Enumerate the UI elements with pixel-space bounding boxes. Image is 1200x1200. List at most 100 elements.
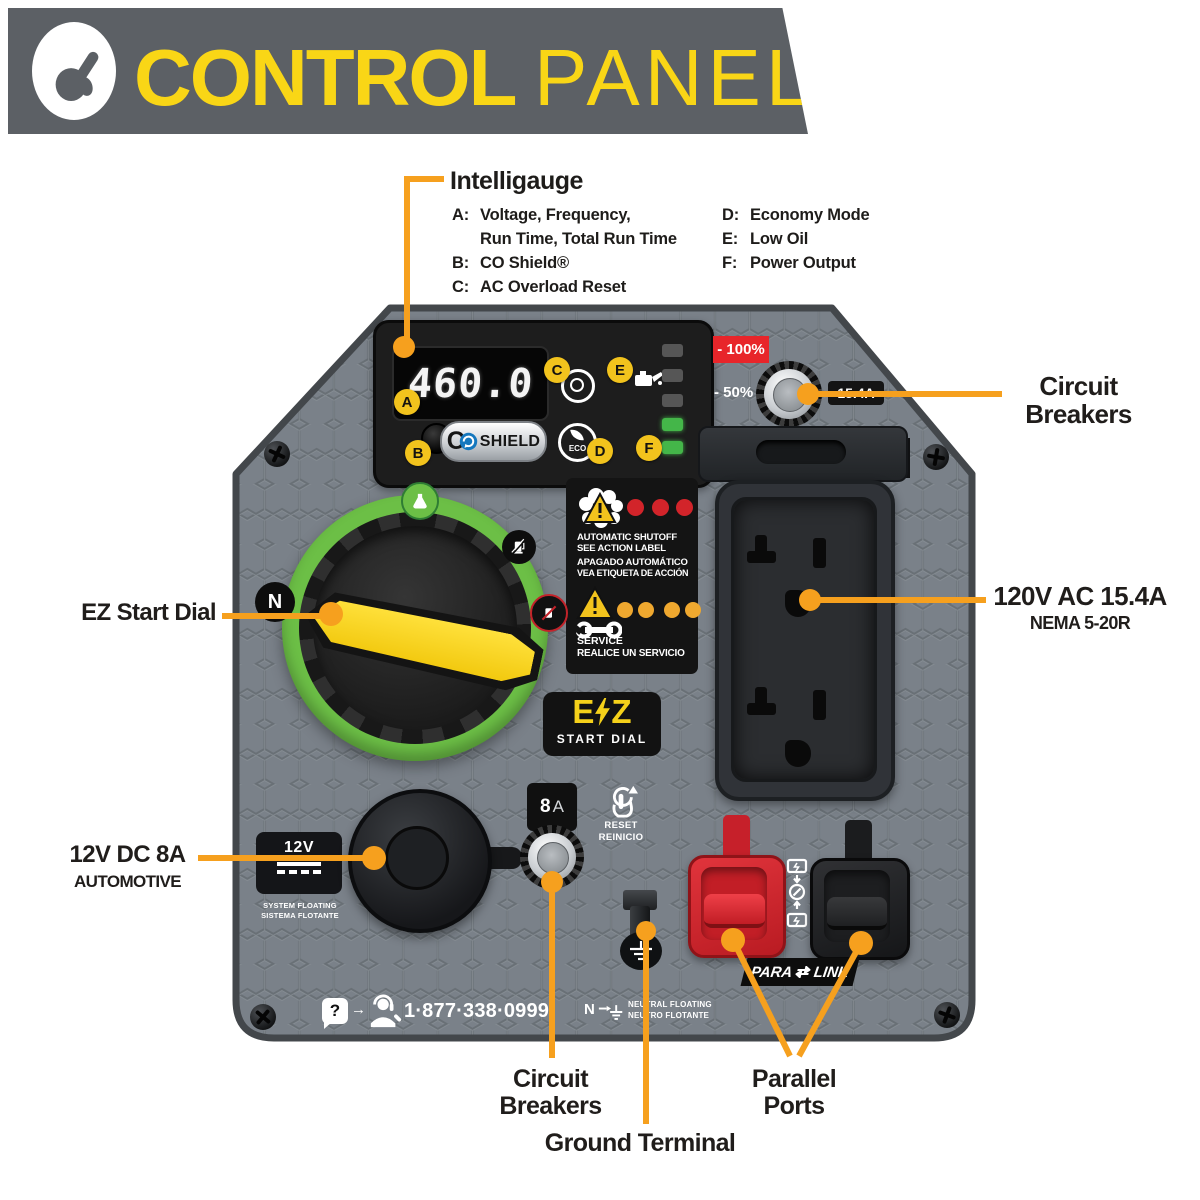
callout-cb-top-line2: Breakers [1025,399,1132,430]
co-logo-shield: SHIELD [479,432,541,450]
neutral-floating-note: NEUTRAL FLOATING NEUTRO FLOTANTE [628,1000,712,1021]
load-100-badge: - 100% [713,336,769,363]
outlet-cover-latch [698,426,908,482]
reset-press-icon [612,785,638,818]
callout-ez-start-dial: EZ Start Dial [81,599,217,626]
dial-no-fuel-icon [530,594,568,632]
callout-dc-sub: AUTOMOTIVE [73,871,182,891]
legend-text-a2: Run Time, Total Run Time [480,230,677,248]
co-logo-c: C [446,427,465,455]
warning-line6: REALICE UN SERVICIO [577,648,685,659]
support-agent-icon [370,994,402,1028]
dc-circuit-breaker-button [537,842,569,874]
warning-line2: SEE ACTION LABEL [577,543,666,554]
badge-b: B [405,440,431,466]
service-warning-icon [576,586,614,619]
pointing-hand-icon [55,51,99,101]
parallel-port-black-latch [827,897,887,930]
badge-e: E [607,357,633,383]
reset-line2: REINICIO [598,832,644,843]
legend-key-a: A: [452,206,470,224]
latch-handle [756,440,846,464]
badge-a: A [394,389,420,415]
paralink-left: PARA [749,963,794,981]
callout-cb-bottom-line1: Circuit [513,1065,589,1093]
outlet-slot-neutral-t [747,703,776,715]
dc-floating-note: SYSTEM FLOATING SISTEMA FLOTANTE [250,901,350,921]
callout-circuit-breakers-top: Circuit Breakers [1006,372,1151,428]
power-bar-green [662,418,683,431]
co-shield-logo-pill: C SHIELD [440,421,547,462]
outlet-slot-ground [785,590,811,617]
dc-outlet-plate: 12V [256,832,342,894]
dc-plate-text: 12V [284,839,314,856]
load-50-mark: - 50% [714,384,754,401]
callout-circuit-breakers-bottom: Circuit Breakers [478,1066,623,1120]
warning-line1: AUTOMATIC SHUTOFF [577,532,678,543]
legend-key-d: D: [722,206,740,224]
badge-c: C [544,357,570,383]
legend-text-f: Power Output [750,254,856,272]
neutral-n-text: N [584,1001,595,1018]
parallel-link-glyphs [786,858,808,928]
warning-line4: VEA ETIQUETA DE ACCIÓN [577,568,689,578]
neutral-ground-icon [598,1005,623,1020]
banner-title: CONTROL PANEL [134,32,808,124]
red-indicator-dot [627,499,644,516]
outlet-slot-ground [785,740,811,767]
ez-badge-e: E [572,693,595,730]
dial-n-text: N [267,590,283,613]
reset-line1: RESET [604,820,638,831]
help-bubble-icon: ? [322,998,348,1024]
arrow-icon: → [351,1001,366,1018]
amber-indicator-dot [617,602,633,618]
outlet-slot-neutral-t [747,551,776,563]
callout-cb-bottom-line2: Breakers [499,1092,602,1120]
neutral-line1: NEUTRAL FLOATING [628,1000,712,1009]
low-oil-icon [635,371,663,386]
callout-dc-title: 12V DC 8A [69,841,187,868]
dial-off-position-icon: N [255,582,295,622]
callout-ground-terminal: Ground Terminal [544,1129,736,1157]
eco-text: ECO [568,444,587,453]
power-bar-gray [662,369,683,382]
ground-bolt-head [623,890,657,910]
outlet-slot-hot [813,690,826,720]
power-bar-gray [662,394,683,407]
display-value: 460.0 [406,360,535,407]
intelligauge-legend-right: D:Economy Mode E:Low Oil F:Power Output [722,203,870,275]
red-indicator-dot [676,499,693,516]
legend-key-f: F: [722,254,738,272]
dc-outlet-cap-center [385,826,449,890]
paralink-right: LINK [812,963,851,981]
support-phone-number: 1·877·338·0999 [404,1000,550,1022]
ez-badge-z: Z [611,693,632,730]
legend-text-c: AC Overload Reset [480,278,627,296]
reset-text: RESET REINICIO [588,820,654,844]
legend-key-c: C: [452,278,470,296]
header-banner: CONTROL PANEL [8,8,808,134]
paralink-arrows-icon [795,966,812,978]
paralink-brand: PARA LINK [740,958,860,986]
callout-outlet-title: 120V AC 15.4A [993,581,1167,611]
callout-ac-outlet: 120V AC 15.4A NEMA 5-20R [990,582,1170,634]
co-logo-mark [459,432,477,451]
warning-label: AUTOMATIC SHUTOFF SEE ACTION LABEL APAGA… [566,478,701,674]
badge-d: D [587,438,613,464]
dc-symbol-solid [277,862,321,866]
red-indicator-dot [652,499,669,516]
screw [264,441,290,467]
help-bubble-tail [324,1022,332,1029]
screw [923,444,949,470]
dc-breaker-amps-tab: 8 A [527,783,577,831]
ground-terminal-base [620,932,662,970]
legend-key-b: B: [452,254,470,272]
callout-cb-top-line1: Circuit [1039,371,1118,401]
ez-start-dial-badge: E Z START DIAL [543,692,661,756]
banner-title-bold: CONTROL [134,33,518,122]
brand-logo [32,22,116,120]
intelligauge-title: Intelligauge [450,167,583,195]
warning-line5: SERVICE [577,635,623,647]
dc-floating-line2: SISTEMA FLOTANTE [261,911,339,920]
